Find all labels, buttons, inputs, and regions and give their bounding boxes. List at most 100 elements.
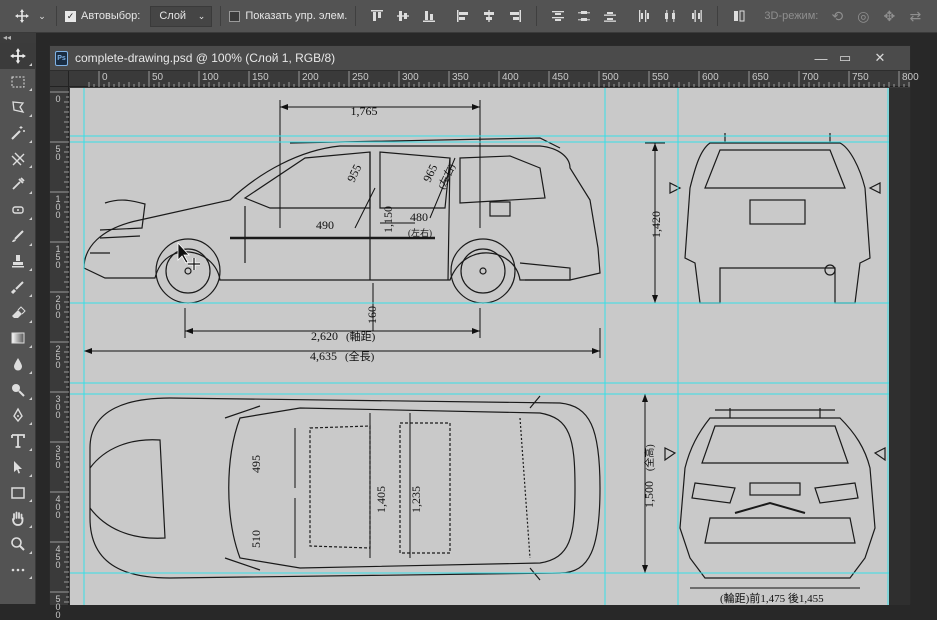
divider: [536, 6, 538, 26]
brush-tool[interactable]: [0, 223, 36, 249]
distribute-top-button[interactable]: [545, 5, 571, 27]
crop-tool[interactable]: [0, 146, 36, 172]
orbit-3d-icon[interactable]: ⟲: [831, 7, 844, 24]
blur-tool[interactable]: [0, 351, 36, 377]
move-icon: [9, 47, 27, 65]
ruler-h-label: 200: [302, 72, 319, 83]
dodge-tool[interactable]: [0, 377, 36, 403]
restore-button[interactable]: ▭: [838, 50, 852, 65]
dim-wheelbase: 2,620: [311, 329, 338, 343]
distribute-bottom-button[interactable]: [597, 5, 623, 27]
align-hcenter-button[interactable]: [476, 5, 502, 27]
move-tool-preset-icon[interactable]: [8, 8, 36, 24]
align-right-button[interactable]: [502, 5, 528, 27]
ruler-h-label: 150: [252, 72, 269, 83]
dim-height-inner: 1,150: [381, 206, 395, 233]
roll-3d-icon[interactable]: ◎: [857, 7, 870, 24]
healing-tool[interactable]: [0, 197, 36, 223]
dim-seat-rear-note: (左右): [408, 227, 432, 238]
more-tools[interactable]: [0, 557, 36, 583]
slide-3d-icon[interactable]: ⇄: [909, 7, 922, 24]
marquee-icon: [10, 74, 26, 90]
drag-3d-icon[interactable]: ✥: [883, 7, 896, 24]
type-tool[interactable]: [0, 428, 36, 454]
distribute-hcenter-button[interactable]: [657, 5, 683, 27]
artboard[interactable]: 1,765 955 965 (左右) 490 1,150 480 (左右) 16…: [70, 88, 889, 605]
ruler-h-label: 750: [852, 72, 869, 83]
distribute-left-button[interactable]: [631, 5, 657, 27]
vertical-scrollbar[interactable]: [889, 88, 910, 605]
ruler-h-label: 550: [652, 72, 669, 83]
dodge-icon: [10, 382, 26, 398]
stamp-icon: [10, 253, 26, 269]
move-tool[interactable]: [0, 43, 36, 69]
path-select-tool[interactable]: [0, 454, 36, 480]
divider: [56, 6, 57, 26]
ruler-h-label: 650: [752, 72, 769, 83]
dim-overall-height: 1,500: [642, 481, 656, 508]
distribute-vcenter-button[interactable]: [571, 5, 597, 27]
gradient-tool[interactable]: [0, 326, 36, 352]
rectangle-tool[interactable]: [0, 480, 36, 506]
eyedropper-icon: [10, 176, 26, 192]
lasso-icon: [10, 99, 26, 115]
canvas-area[interactable]: 1,765 955 965 (左右) 490 1,150 480 (左右) 16…: [70, 88, 910, 605]
dim-diag-rear-note: (左右): [435, 162, 458, 192]
ruler-origin[interactable]: [50, 71, 69, 87]
eraser-tool[interactable]: [0, 300, 36, 326]
auto-select-checkbox[interactable]: ✓: [65, 10, 76, 22]
auto-select-label: Автовыбор:: [81, 10, 141, 22]
car-front-view: [664, 408, 886, 579]
align-vcenter-button[interactable]: [390, 5, 416, 27]
tools-collapse-toggle[interactable]: ◂◂: [0, 33, 36, 43]
zoom-tool[interactable]: [0, 531, 36, 557]
ruler-h-label: 300: [402, 72, 419, 83]
dim-diag-rear: 965: [420, 162, 440, 184]
healing-icon: [10, 202, 26, 218]
auto-align-button[interactable]: [726, 5, 752, 27]
auto-select-dropdown[interactable]: Слой ⌄: [150, 5, 213, 27]
minimize-button[interactable]: —: [814, 50, 828, 66]
align-bottom-button[interactable]: [416, 5, 442, 27]
dim-width-front-seat: 495: [249, 455, 263, 473]
pen-tool[interactable]: [0, 403, 36, 429]
car-top-view: [89, 395, 601, 581]
cyan-guides: [70, 88, 889, 605]
align-top-button[interactable]: [364, 5, 390, 27]
divider: [355, 6, 357, 26]
distribute-right-button[interactable]: [683, 5, 709, 27]
options-bar: ⌄ ✓ Автовыбор: Слой ⌄ Показать упр. элем…: [0, 0, 937, 33]
quick-select-tool[interactable]: [0, 120, 36, 146]
show-transform-checkbox[interactable]: [229, 10, 241, 22]
ruler-h-label: 100: [202, 72, 219, 83]
zoom-icon: [10, 536, 26, 552]
clone-stamp-tool[interactable]: [0, 249, 36, 275]
show-transform-label: Показать упр. элем.: [245, 10, 348, 22]
dim-track: (輪距)前1,475 後1,455: [720, 591, 824, 605]
document-window: Ps complete-drawing.psd @ 100% (Слой 1, …: [49, 45, 919, 620]
marquee-tool[interactable]: [0, 69, 36, 95]
mode-3d-label: 3D-режим:: [764, 10, 819, 22]
align-left-button[interactable]: [450, 5, 476, 27]
chevron-down-icon[interactable]: ⌄: [38, 10, 46, 21]
car-side-view: [83, 137, 601, 304]
hand-icon: [10, 510, 26, 527]
ruler-h-label: 700: [802, 72, 819, 83]
eyedropper-tool[interactable]: [0, 171, 36, 197]
ruler-h-label: 350: [452, 72, 469, 83]
blueprint-drawing: 1,765 955 965 (左右) 490 1,150 480 (左右) 16…: [70, 88, 889, 605]
history-brush-tool[interactable]: [0, 274, 36, 300]
dim-seat-front: 490: [316, 218, 334, 232]
close-button[interactable]: ✕: [874, 50, 886, 65]
hand-tool[interactable]: [0, 505, 36, 531]
lasso-tool[interactable]: [0, 94, 36, 120]
document-tab[interactable]: Ps complete-drawing.psd @ 100% (Слой 1, …: [50, 46, 910, 71]
dim-rear-height: 1,420: [649, 211, 663, 238]
